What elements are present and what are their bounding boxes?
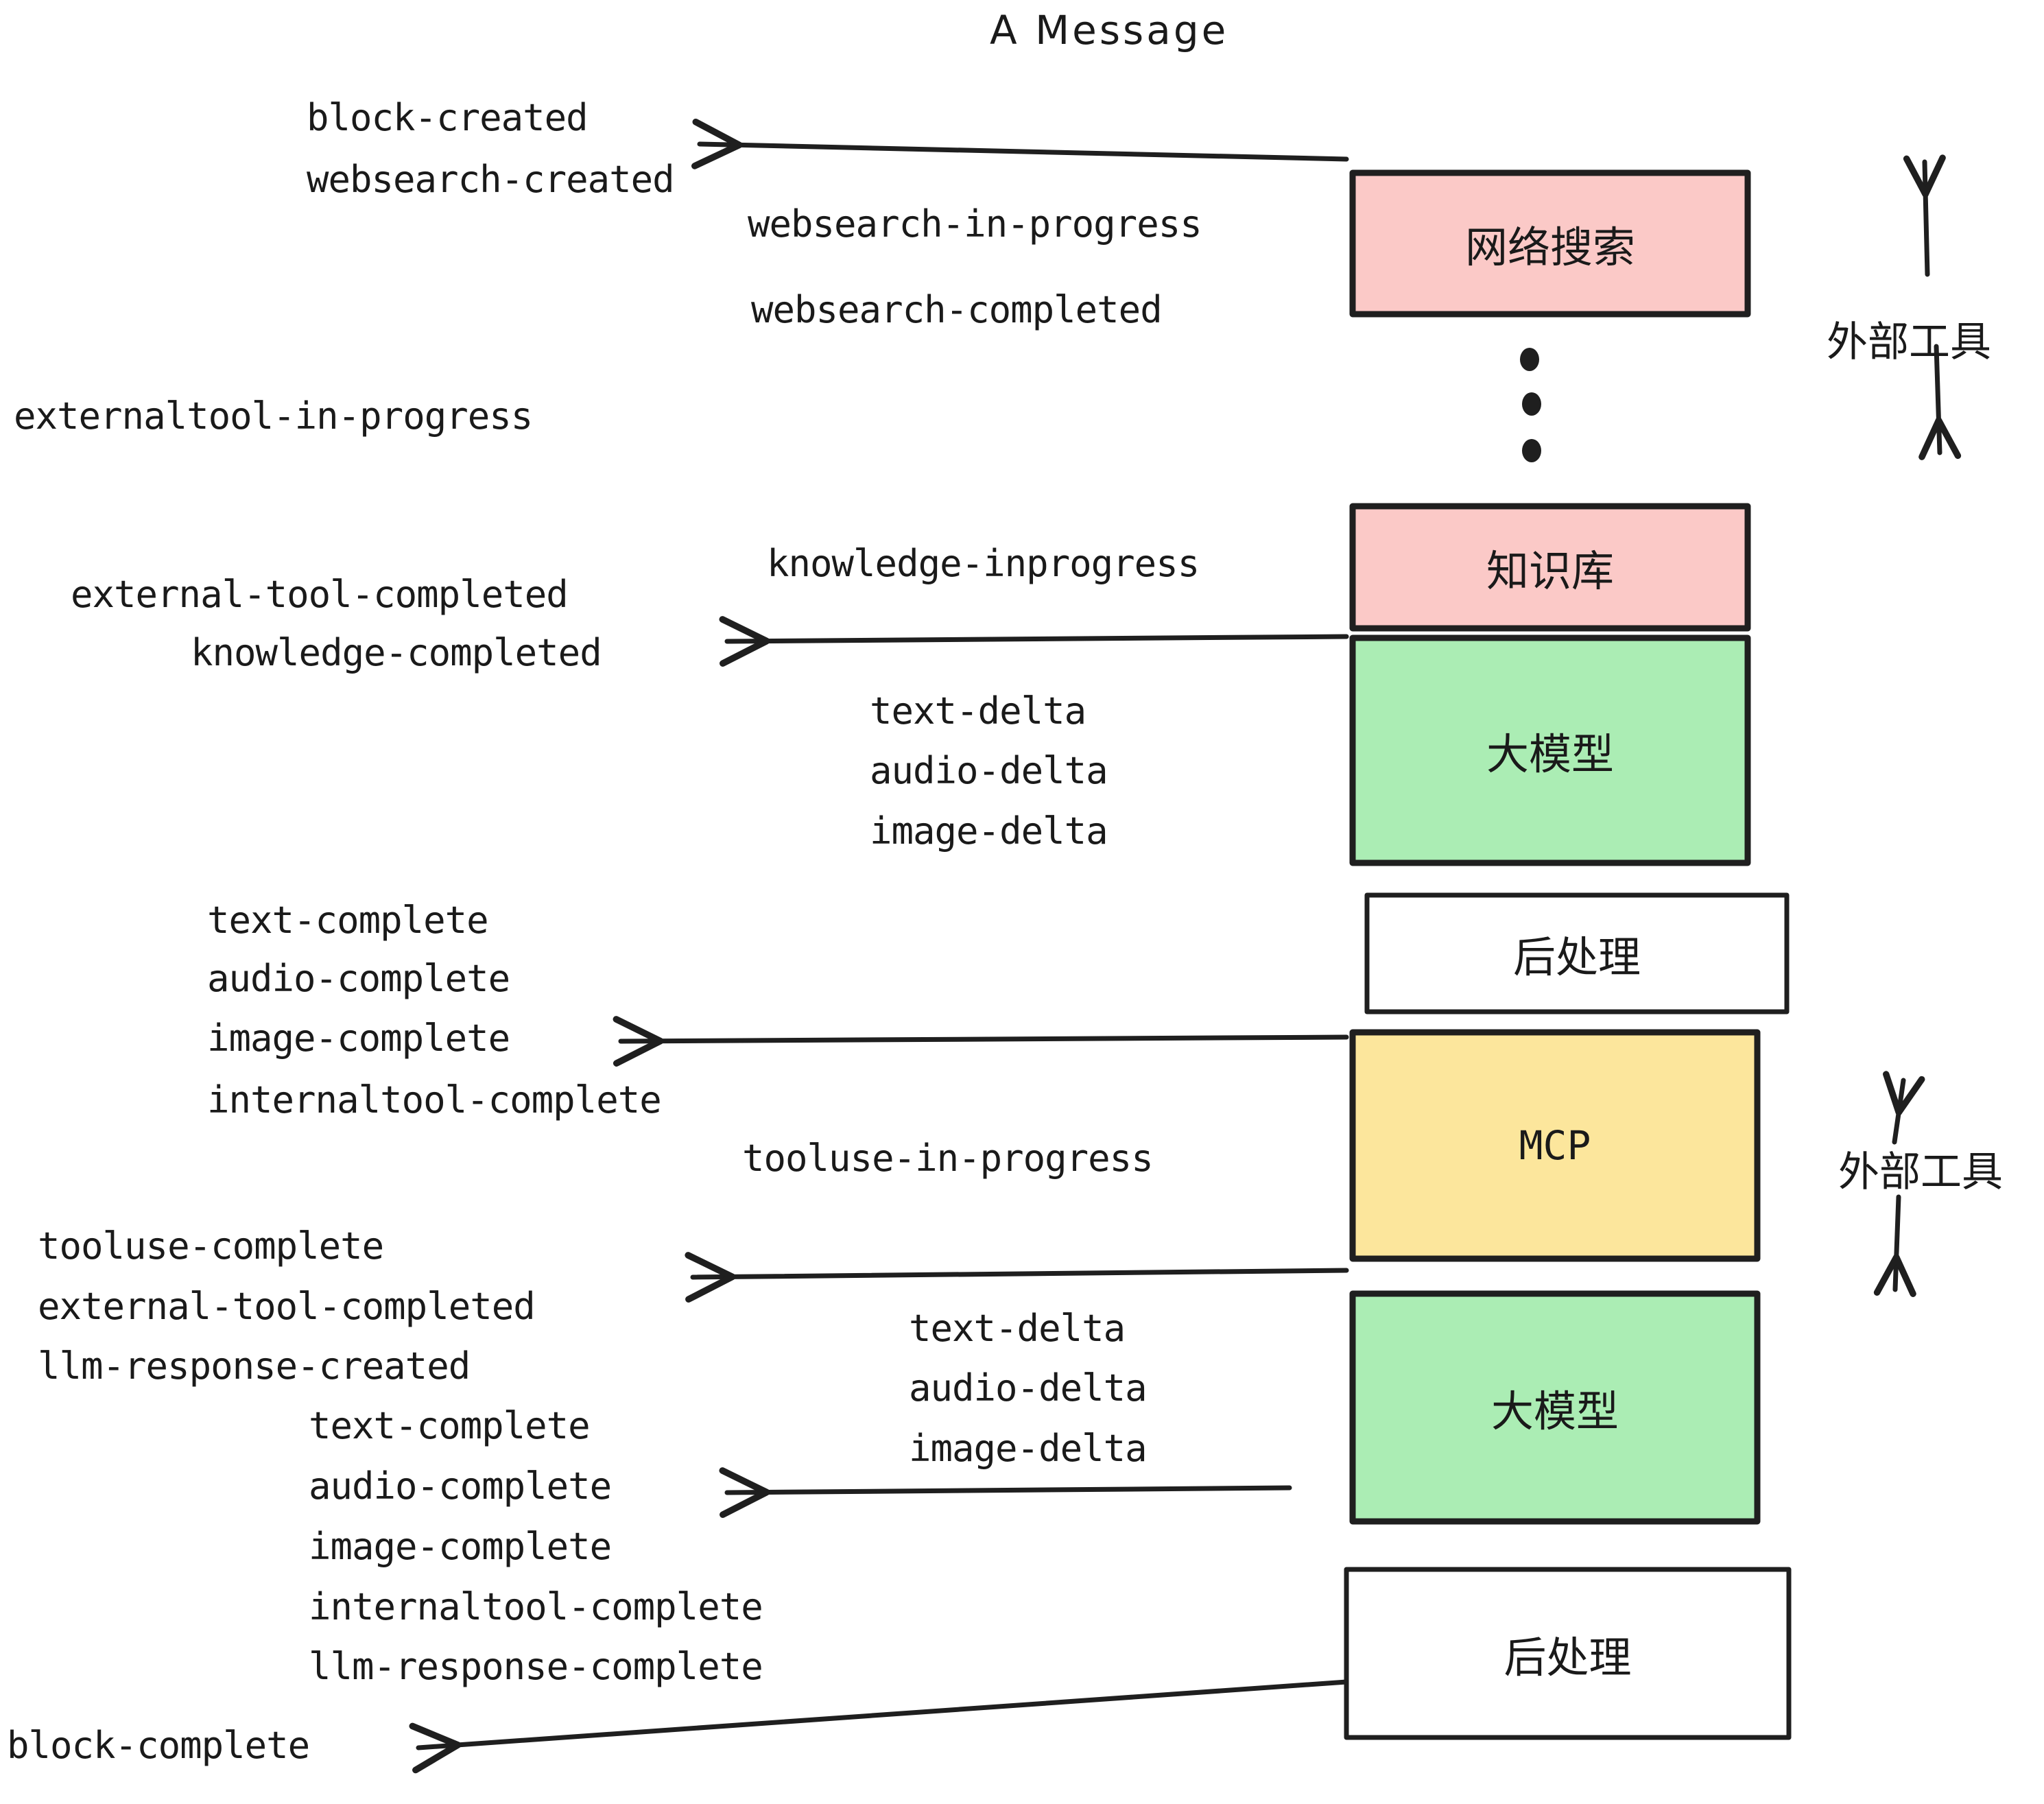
side-label-external-tools-bottom: 外部工具 bbox=[1838, 1148, 2003, 1196]
event-label-internaltool-complete-1: internaltool-complete bbox=[207, 1078, 662, 1121]
event-label-block-created: block-created bbox=[307, 96, 589, 139]
external-tools-span-arrow-top-up bbox=[1903, 154, 1946, 277]
event-label-text-complete-2: text-complete bbox=[309, 1404, 591, 1447]
node-label-llm-2: 大模型 bbox=[1490, 1386, 1619, 1436]
event-label-block-complete: block-complete bbox=[7, 1724, 310, 1767]
event-label-external-tool-completed-1: external-tool-completed bbox=[71, 573, 569, 616]
event-label-knowledge-inprogress: knowledge-inprogress bbox=[767, 542, 1200, 585]
event-label-image-complete-2: image-complete bbox=[309, 1525, 612, 1568]
event-label-llm-response-created: llm-response-created bbox=[38, 1344, 471, 1388]
node-label-postprocess-1: 后处理 bbox=[1512, 932, 1641, 982]
event-label-websearch-in-progress: websearch-in-progress bbox=[748, 202, 1202, 246]
event-label-audio-delta-1: audio-delta bbox=[870, 749, 1108, 792]
node-box-postprocess-1 bbox=[1364, 892, 1790, 1014]
event-label-text-complete-1: text-complete bbox=[207, 899, 489, 942]
event-label-audio-delta-2: audio-delta bbox=[909, 1366, 1148, 1410]
node-label-knowledge: 知识库 bbox=[1486, 546, 1614, 596]
event-label-image-delta-2: image-delta bbox=[909, 1427, 1148, 1470]
node-box-mcp bbox=[1349, 1029, 1761, 1262]
event-label-text-delta-1: text-delta bbox=[870, 689, 1086, 733]
diagram-title: A Message bbox=[990, 7, 1229, 54]
external-tools-span-arrow-bottom-down bbox=[1873, 1194, 1916, 1297]
event-label-image-delta-1: image-delta bbox=[870, 809, 1108, 853]
arrow-llm2-to-events bbox=[719, 1467, 1292, 1518]
event-label-external-tool-completed-2: external-tool-completed bbox=[38, 1285, 536, 1328]
arrow-mcp-to-events bbox=[685, 1252, 1349, 1303]
event-label-text-delta-2: text-delta bbox=[909, 1307, 1126, 1350]
event-label-externaltool-in-progress: externaltool-in-progress bbox=[14, 394, 533, 438]
event-label-websearch-created: websearch-created bbox=[307, 158, 675, 201]
event-label-websearch-completed: websearch-completed bbox=[751, 288, 1163, 331]
event-label-image-complete-1: image-complete bbox=[207, 1017, 510, 1060]
node-box-llm-1 bbox=[1349, 634, 1751, 866]
event-label-llm-response-complete: llm-response-complete bbox=[309, 1645, 763, 1688]
side-label-external-tools-top: 外部工具 bbox=[1827, 318, 1991, 366]
node-label-llm-1: 大模型 bbox=[1486, 729, 1614, 779]
arrow-knowledge-to-events bbox=[719, 616, 1349, 667]
node-label-postprocess-2: 后处理 bbox=[1504, 1632, 1632, 1683]
node-box-knowledge bbox=[1349, 503, 1751, 632]
event-label-internaltool-complete-2: internaltool-complete bbox=[309, 1585, 763, 1628]
node-box-postprocess-2 bbox=[1344, 1567, 1792, 1740]
arrow-websearch-to-events bbox=[691, 118, 1349, 169]
external-tools-span-arrow-bottom-up bbox=[1883, 1071, 1925, 1145]
node-box-websearch bbox=[1349, 169, 1751, 318]
arrow-postprocess2-to-block-complete bbox=[409, 1679, 1349, 1774]
node-box-llm-2 bbox=[1349, 1290, 1761, 1525]
event-label-audio-complete-2: audio-complete bbox=[309, 1464, 612, 1508]
node-label-mcp: MCP bbox=[1519, 1122, 1591, 1169]
event-label-audio-complete-1: audio-complete bbox=[207, 957, 510, 1000]
event-label-tooluse-complete: tooluse-complete bbox=[38, 1224, 384, 1268]
event-label-knowledge-completed: knowledge-completed bbox=[191, 631, 602, 674]
event-label-tooluse-in-progress: tooluse-in-progress bbox=[742, 1137, 1154, 1180]
arrow-postprocess1-to-events bbox=[613, 1016, 1349, 1067]
node-label-websearch: 网络搜索 bbox=[1464, 222, 1635, 272]
vertical-ellipsis-dots bbox=[1520, 348, 1541, 462]
